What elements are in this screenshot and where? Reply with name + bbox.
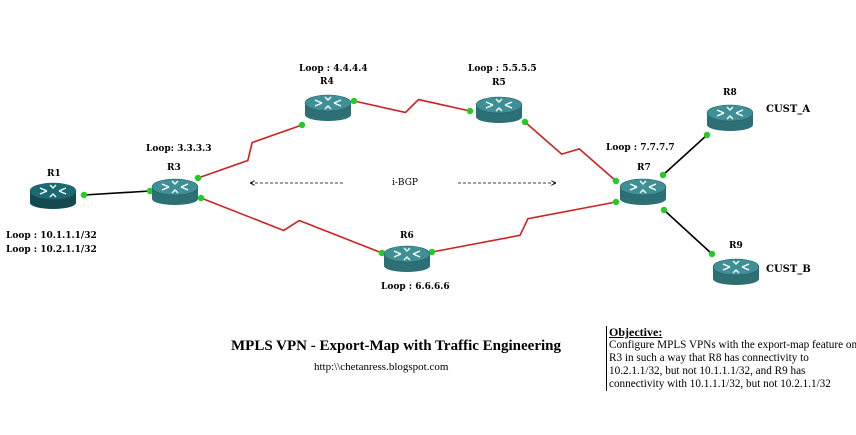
ibgp-label: i-BGP: [392, 178, 418, 188]
loop-label-r7: Loop : 7.7.7.7: [606, 143, 675, 153]
link-r1-r3: [83, 190, 151, 196]
link-r5-r7: [524, 121, 617, 182]
loop-label-r1-a: Loop : 10.1.1.1/32: [6, 231, 97, 241]
router-label-r3: R3: [167, 163, 181, 173]
link-endpoint: [80, 191, 88, 199]
router-label-r8: R8: [723, 88, 737, 98]
router-icon-r6: [383, 245, 431, 272]
loop-label-r3: Loop: 3.3.3.3: [146, 144, 212, 154]
link-r6-r7: [431, 201, 617, 253]
customer-label-b: CUST_B: [766, 264, 811, 275]
link-endpoint: [708, 250, 716, 258]
link-endpoint: [298, 121, 306, 129]
router-label-r4: R4: [320, 77, 334, 87]
link-r3-r4: [197, 124, 303, 179]
link-endpoint: [146, 187, 154, 195]
router-icon-r4: [304, 94, 352, 121]
router-label-r1: R1: [47, 169, 61, 179]
link-endpoint: [428, 248, 436, 256]
blog-url: http:\\chetanress.blogspot.com: [314, 361, 449, 373]
link-r3-r6: [200, 197, 383, 254]
router-icon-r1: [29, 182, 77, 209]
link-r7-r8: [662, 134, 708, 176]
loop-label-r1-b: Loop : 10.2.1.1/32: [6, 245, 97, 255]
objective-heading: Objective:: [609, 325, 663, 339]
loop-label-r6: Loop : 6.6.6.6: [381, 282, 450, 292]
loop-label-r4: Loop : 4.4.4.4: [299, 64, 368, 74]
link-endpoint: [197, 194, 205, 202]
link-endpoint: [350, 97, 358, 105]
router-label-r5: R5: [492, 78, 506, 88]
link-endpoint: [660, 206, 668, 214]
loop-label-r5: Loop : 5.5.5.5: [468, 64, 537, 74]
router-icon-r3: [151, 178, 199, 205]
router-icon-r9: [712, 258, 760, 285]
link-endpoint: [659, 171, 667, 179]
link-r7-r9: [663, 209, 713, 255]
router-label-r7: R7: [637, 163, 651, 173]
link-endpoint: [378, 249, 386, 257]
router-label-r9: R9: [729, 241, 743, 251]
diagram-title: MPLS VPN - Export-Map with Traffic Engin…: [231, 338, 561, 354]
customer-label-a: CUST_A: [766, 104, 811, 115]
link-endpoint: [194, 174, 202, 182]
objective-box: Objective: Configure MPLS VPNs with the …: [606, 326, 856, 391]
objective-text: Configure MPLS VPNs with the export-map …: [609, 339, 856, 390]
link-endpoint: [521, 118, 529, 126]
link-r4-r5: [353, 98, 471, 114]
router-label-r6: R6: [400, 231, 414, 241]
link-endpoint: [703, 131, 711, 139]
router-icon-r8: [706, 104, 754, 131]
link-endpoint: [612, 177, 620, 185]
link-endpoint: [612, 198, 620, 206]
router-icon-r7: [619, 178, 667, 205]
link-endpoint: [466, 107, 474, 115]
router-icon-r5: [475, 96, 523, 123]
